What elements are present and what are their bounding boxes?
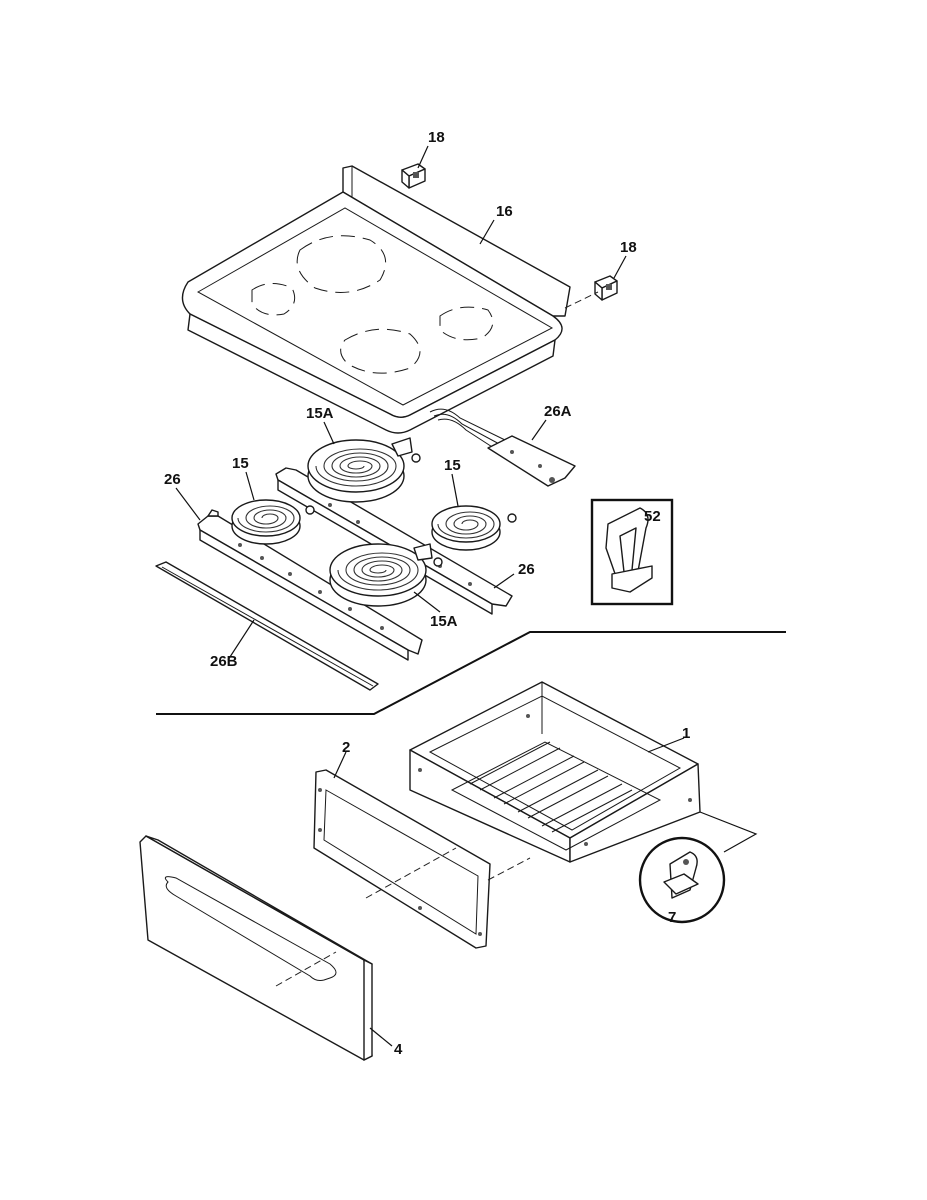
label-4: 4 bbox=[394, 1041, 403, 1058]
leader-18a bbox=[417, 145, 429, 169]
label-26B: 26B bbox=[210, 653, 238, 670]
leader-15A-top bbox=[323, 421, 335, 445]
label-15-right: 15 bbox=[444, 457, 461, 474]
label-15A-bottom: 15A bbox=[430, 613, 458, 630]
label-15-left: 15 bbox=[232, 455, 249, 472]
label-1: 1 bbox=[682, 725, 690, 742]
drawer-front-part-4 bbox=[139, 835, 373, 1061]
label-2: 2 bbox=[342, 739, 350, 756]
leader-26A bbox=[531, 419, 547, 441]
leader-18b bbox=[613, 255, 627, 279]
element-bracket-part-26-left bbox=[197, 509, 423, 661]
label-18-upper: 18 bbox=[428, 129, 445, 146]
label-18-right: 18 bbox=[620, 239, 637, 256]
roller-part-7 bbox=[638, 811, 758, 924]
label-7: 7 bbox=[668, 909, 676, 926]
label-26A: 26A bbox=[544, 403, 572, 420]
leader-15-right bbox=[451, 473, 459, 507]
section-divider-line bbox=[156, 631, 786, 715]
label-26-right: 26 bbox=[518, 561, 535, 578]
label-26-left: 26 bbox=[164, 471, 181, 488]
assembly-line-c bbox=[487, 857, 531, 881]
leader-15A-bottom bbox=[413, 591, 441, 613]
label-15A-top: 15A bbox=[306, 405, 334, 422]
label-16: 16 bbox=[496, 203, 513, 220]
wire-harness-part-26A bbox=[429, 408, 576, 487]
leader-4 bbox=[369, 1027, 393, 1047]
drawer-body-part-1 bbox=[409, 681, 701, 863]
surface-element-part-15A-bottom bbox=[329, 543, 443, 607]
leader-2 bbox=[333, 751, 347, 779]
assembly-line-b bbox=[365, 847, 457, 899]
trim-strip-part-26B bbox=[155, 561, 379, 691]
leader-26B bbox=[227, 619, 255, 661]
surface-element-part-15-left bbox=[231, 499, 315, 545]
surface-element-part-15A-top bbox=[307, 437, 421, 503]
cooktop-part-16 bbox=[181, 165, 571, 434]
clip-alignment-line bbox=[564, 291, 599, 309]
clip-part-18-right bbox=[594, 275, 618, 301]
inset-box-part-52 bbox=[590, 498, 674, 606]
label-52: 52 bbox=[644, 508, 661, 525]
leader-15-left bbox=[245, 471, 255, 501]
assembly-line-a bbox=[275, 951, 337, 987]
leader-16 bbox=[479, 219, 495, 245]
surface-element-part-15-right bbox=[431, 505, 517, 551]
leader-1 bbox=[647, 737, 685, 753]
leader-26-right bbox=[493, 573, 515, 589]
drawer-frame-part-2 bbox=[313, 769, 491, 949]
leader-26-left bbox=[175, 487, 201, 521]
clip-part-18-upper bbox=[401, 163, 426, 189]
